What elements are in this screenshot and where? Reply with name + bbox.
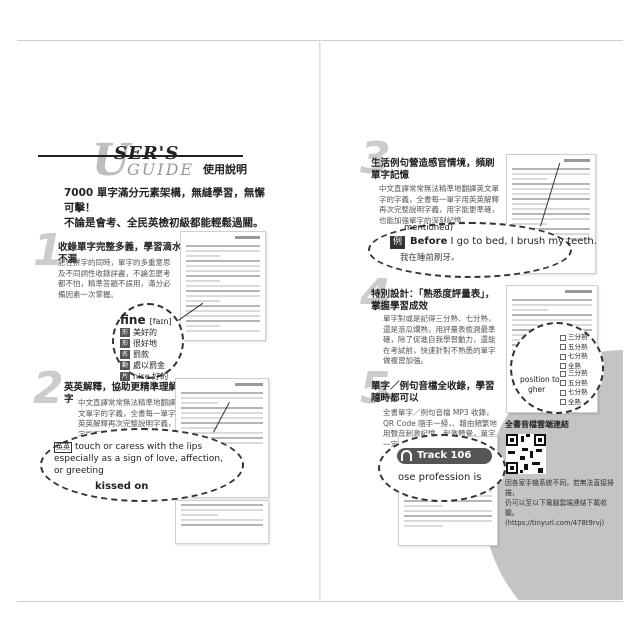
- example-keyword: Before: [410, 236, 448, 247]
- fine-sense: 動處以罰金: [120, 361, 166, 370]
- callout-oval-scale: [510, 322, 604, 414]
- book-gutter: [319, 40, 321, 600]
- logo-line2: GUIDE: [127, 160, 195, 179]
- english-def-tag: 英英: [54, 442, 72, 453]
- scale-option[interactable]: 五分熟: [560, 379, 588, 389]
- qr-note-line1: 因各家手機系統不同，若無法直接掃描，: [505, 479, 614, 497]
- section-4-title: 特別設計：「熟悉度評量表」，掌握學習成效: [371, 289, 495, 312]
- english-def-fragment: kissed on: [95, 481, 149, 492]
- section-3-body: 中文直譯常常無法精準地翻譯英文單字的字義，全書每一單字用英英解釋再次完整說明字義…: [379, 184, 499, 225]
- section-1-body: 記住拼字的同時，單字的多重意思及不同詞性收錄詳盡，不論怎麼考都不怕，精準答題不誤…: [58, 258, 171, 299]
- intro-text: 7000 單字滿分元素架構，無縫學習，無懈可擊！ 不論是會考、全民英檢初級都能輕…: [64, 186, 274, 231]
- scale-option[interactable]: 全熟: [560, 362, 588, 372]
- section-1-title: 收錄單字完整多義，學習滴水不漏: [58, 242, 182, 265]
- scale-option[interactable]: 七分熟: [560, 352, 588, 362]
- familiarity-scale-a: 三分熟 五分熟 七分熟 全熟: [560, 333, 588, 371]
- qr-code[interactable]: [506, 434, 546, 474]
- qr-note-line2: 仍可以至以下電腦雲端連結下載收聽。: [505, 499, 607, 517]
- example-rest: I go to bed, I brush my teeth.: [447, 236, 597, 247]
- example-sentence: 例 Before I go to bed, I brush my teeth.: [390, 236, 597, 249]
- example-translation: 我在睡前刷牙。: [400, 253, 460, 263]
- scale-option[interactable]: 三分熟: [560, 333, 588, 343]
- scale-option[interactable]: 五分熟: [560, 343, 588, 353]
- section-number-2: 2: [33, 363, 64, 414]
- intro-line2: 不論是會考、全民英檢初級都能輕鬆過關。: [64, 217, 264, 229]
- audio-fragment: ose profession is: [398, 472, 482, 483]
- scale-fragment-1: position to: [520, 375, 560, 384]
- page-thumbnail-1: [180, 231, 266, 341]
- scale-option[interactable]: 七分熟: [560, 388, 588, 398]
- english-def-text: touch or caress with the lips especially…: [54, 442, 223, 476]
- section-2-title: 英英解釋，協助更精準理解單字: [64, 382, 188, 405]
- logo-line1: SER'S: [114, 143, 180, 164]
- callout-oval-english-def: [40, 428, 244, 502]
- section-number-4: 4: [360, 270, 391, 321]
- callout-oval-example: [368, 222, 572, 278]
- example-tag: 例: [390, 236, 406, 249]
- section-5-title: 單字／例句音檔全收錄，學習隨時都可以: [371, 381, 495, 404]
- logo-letter-u: U: [92, 135, 131, 186]
- audio-track-button[interactable]: Track 106: [397, 448, 492, 464]
- section-4-body: 單字對或是記得三分熟、七分熟，還是滾瓜爛熟，用評量表檢測最準確，除了促進自我學習…: [383, 314, 496, 365]
- intro-line1: 7000 單字滿分元素架構，無縫學習，無懈可擊！: [64, 187, 265, 214]
- callout-oval-audio: [378, 434, 506, 502]
- page-thumbnail-2-bottom: [175, 500, 269, 544]
- header-rule: [38, 155, 243, 157]
- familiarity-scale-b: 三分熟 五分熟 七分熟 全熟: [560, 369, 588, 407]
- fine-sense: 形很好地: [120, 339, 158, 348]
- qr-note: 因各家手機系統不同，若無法直接掃描， 仍可以至以下電腦雲端連結下載收聽。 (ht…: [505, 478, 615, 528]
- section-number-1: 1: [33, 225, 64, 276]
- scale-option[interactable]: 三分熟: [560, 369, 588, 379]
- track-label: Track 106: [417, 450, 472, 461]
- section-number-3: 3: [360, 133, 391, 184]
- example-fragment: mentioned): [404, 223, 454, 233]
- section-number-5: 5: [360, 363, 391, 414]
- fine-sense: 名罰款: [120, 350, 150, 359]
- scale-fragment-2: gher: [528, 385, 546, 394]
- fine-sense: 形美好的: [120, 328, 158, 337]
- scale-option[interactable]: 全熟: [560, 398, 588, 408]
- page-subtitle: 使用說明: [203, 163, 247, 176]
- headphones-icon: [401, 450, 412, 461]
- fine-headword: fine[faɪn]: [120, 313, 172, 327]
- fine-phonetic: [faɪn]: [149, 317, 172, 326]
- qr-title: 全書音檔雲端連結: [505, 420, 569, 429]
- section-3-title: 生活例句營造感官情境，頻刷單字記憶: [371, 158, 495, 181]
- qr-url[interactable]: (https://tinyurl.com/478t9rvj): [505, 519, 605, 527]
